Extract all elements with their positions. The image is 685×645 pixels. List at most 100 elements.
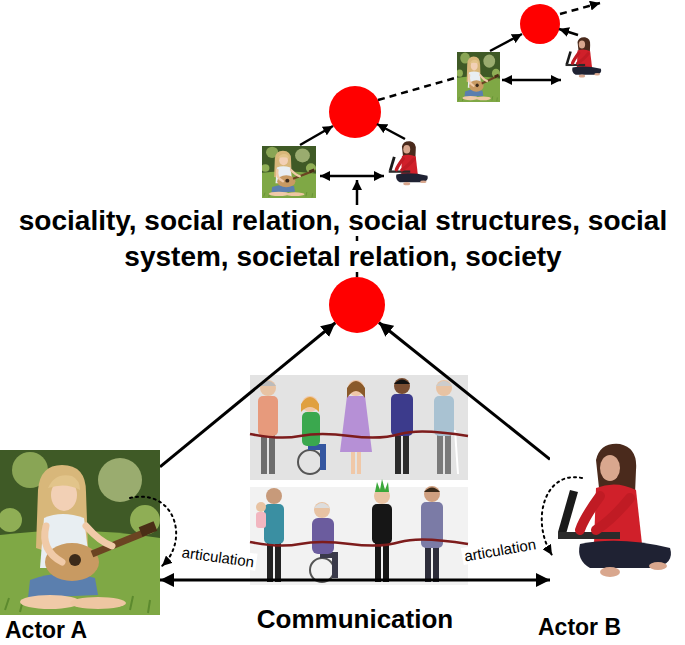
people-panel-part <box>250 431 468 437</box>
person-figure <box>434 380 458 474</box>
person-figure-part <box>421 502 443 548</box>
recursive-sociality-part <box>559 29 578 35</box>
person-figure-part <box>340 396 372 452</box>
person-figure-part <box>314 502 330 518</box>
person-figure-part <box>383 540 389 582</box>
person-figure-part <box>425 540 431 582</box>
photo-image <box>550 440 683 585</box>
person-figure-part <box>314 503 330 508</box>
person-figure-part <box>347 381 365 398</box>
text-holder: articulation <box>461 535 539 565</box>
person-figure-part <box>391 394 413 436</box>
photo-image <box>0 450 160 615</box>
person-figure-part <box>312 518 334 554</box>
people-panel-part <box>250 487 468 585</box>
person-figure-part <box>301 397 319 412</box>
text-holder: Actor B <box>538 614 621 640</box>
person-figure-part <box>256 512 266 528</box>
person-figure-part <box>372 504 392 544</box>
person-figure-part <box>269 432 275 474</box>
person-figure-part <box>258 396 278 436</box>
recursive-sociality-part <box>300 126 333 145</box>
person-figure-part <box>308 444 326 450</box>
text-holder: Actor A <box>5 617 87 643</box>
circle-fill <box>329 277 385 333</box>
person-figure-part <box>437 432 443 474</box>
person-figure-part <box>256 502 266 512</box>
recursive-sociality-part <box>560 3 600 14</box>
recursive-sociality-part <box>456 52 500 102</box>
people-panel-part <box>250 539 468 545</box>
person-figure-part <box>260 381 276 386</box>
recursive-sociality-part <box>320 175 384 178</box>
person-figure <box>312 502 338 578</box>
edge-label: Communication <box>257 604 453 634</box>
person-figure <box>391 378 413 474</box>
person-figure-part <box>264 504 284 544</box>
connector-arrow <box>160 323 335 467</box>
recursive-sociality-part <box>329 86 381 138</box>
actor-photo: Actor A <box>0 450 160 615</box>
person-figure <box>256 488 284 582</box>
person-figure-part <box>260 380 276 396</box>
person-figure-part <box>267 540 273 582</box>
person-figure-part <box>266 488 282 504</box>
person-figure-part <box>302 396 318 412</box>
recursive-sociality-part <box>261 146 316 198</box>
recursive-sociality-part <box>520 4 560 44</box>
person-figure-part <box>395 432 401 474</box>
person-figure-part <box>424 488 440 493</box>
person-figure-part <box>394 378 410 394</box>
connector-arrow <box>379 322 550 459</box>
articulation-arcs-part <box>130 497 176 566</box>
people-panel <box>250 375 468 585</box>
person-figure-part <box>374 488 390 504</box>
person-figure-part <box>261 432 267 474</box>
person-figure-part <box>357 452 361 474</box>
connector-arrow <box>160 578 550 581</box>
person-figure-part <box>424 486 440 502</box>
people-panel-part <box>310 558 334 582</box>
person-figure-part <box>348 380 364 396</box>
people-panel-part <box>298 450 322 474</box>
recursive-sociality-part <box>377 124 405 139</box>
recursive-sociality-part <box>378 78 455 100</box>
text-holder: articulation <box>179 543 257 571</box>
person-figure-part <box>320 552 338 558</box>
text-holder: Communication <box>257 605 453 635</box>
articulation-arcs-part <box>542 477 582 555</box>
recursive-sociality-part <box>563 36 605 80</box>
actor-label: Actor A <box>5 617 87 643</box>
person-figure-part <box>332 552 338 578</box>
articulation-label: articulation <box>461 535 539 565</box>
recursive-sociality-part <box>490 34 522 51</box>
actor-label: Actor B <box>538 614 621 640</box>
circle-shape <box>329 277 385 333</box>
person-figure-part <box>320 444 326 470</box>
society-heading: sociality, social relation, social struc… <box>19 205 667 272</box>
person-figure <box>421 486 443 582</box>
actor-picture <box>0 450 160 615</box>
person-figure-part <box>433 540 439 582</box>
person-figure-part <box>351 452 355 474</box>
person-figure-part <box>436 381 452 386</box>
person-figure-part <box>434 396 454 436</box>
person-figure <box>258 380 278 474</box>
person-figure-part <box>275 540 281 582</box>
person-figure-part <box>375 479 389 492</box>
person-figure-part <box>302 412 320 446</box>
person-figure-part <box>436 380 452 396</box>
recursive-sociality-part <box>502 79 561 82</box>
person-figure-part <box>375 540 381 582</box>
sociality-circle: sociality, social relation, social struc… <box>329 277 385 333</box>
text-holder: sociality, social relation, social struc… <box>8 203 678 275</box>
people-panel-part <box>250 375 468 480</box>
person-figure-part <box>455 430 458 474</box>
person-figure-part <box>394 380 410 385</box>
actor-picture <box>550 440 683 585</box>
person-figure-part <box>445 432 451 474</box>
articulation-label: articulation <box>179 543 257 570</box>
